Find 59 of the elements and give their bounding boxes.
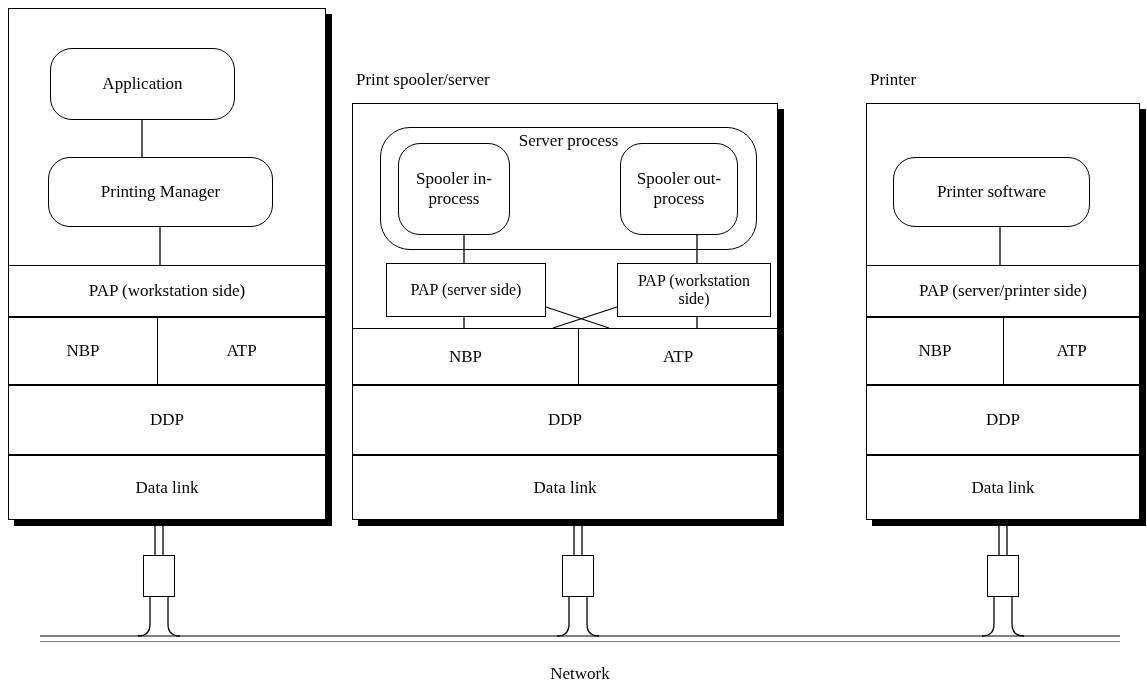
connector-line bbox=[463, 234, 465, 264]
transceiver-box bbox=[987, 555, 1019, 597]
connector-line bbox=[981, 596, 1025, 637]
node-label: Spooler in-process bbox=[415, 169, 493, 209]
node-label: Printing Manager bbox=[99, 182, 222, 202]
node-label: PAP (workstation side) bbox=[88, 281, 246, 301]
node-label: Data link bbox=[533, 477, 597, 498]
process-box bbox=[398, 143, 510, 235]
transceiver-box bbox=[143, 555, 175, 597]
process-box bbox=[620, 143, 738, 235]
connector-line bbox=[696, 234, 698, 264]
transceiver-box bbox=[562, 555, 594, 597]
node-label: NBP bbox=[448, 346, 483, 367]
connector-line bbox=[556, 596, 600, 637]
node-label: DDP bbox=[150, 410, 184, 430]
panel-heading: Print spooler/server bbox=[356, 70, 490, 90]
process-group bbox=[380, 127, 757, 250]
node-label: Data link bbox=[971, 477, 1035, 498]
layer-box bbox=[352, 328, 579, 385]
layer-box bbox=[866, 317, 1004, 385]
layer-box bbox=[1003, 317, 1140, 385]
network-label: Network bbox=[550, 664, 610, 684]
connector-line bbox=[999, 226, 1001, 266]
node-label: ATP bbox=[226, 341, 257, 361]
connector-line bbox=[159, 226, 161, 266]
process-box bbox=[48, 157, 273, 227]
protocol-box bbox=[617, 263, 771, 317]
node-label: Application bbox=[101, 74, 184, 94]
connector-line bbox=[141, 119, 143, 158]
connector-line bbox=[137, 596, 181, 637]
connector-line bbox=[463, 316, 465, 329]
group-title: Server process bbox=[518, 131, 619, 151]
panel-heading: Printer bbox=[870, 70, 917, 90]
node-label: ATP bbox=[662, 346, 694, 367]
node-label: NBP bbox=[66, 341, 100, 361]
layer-box bbox=[866, 385, 1140, 455]
connector-line bbox=[696, 316, 698, 329]
layer-box bbox=[8, 385, 326, 455]
layer-box bbox=[352, 385, 778, 455]
node-label: DDP bbox=[548, 410, 582, 430]
node-label: Spooler out-process bbox=[635, 169, 723, 209]
node-label: ATP bbox=[1056, 341, 1087, 361]
node-label: PAP (server side) bbox=[409, 280, 523, 300]
node-label: DDP bbox=[986, 410, 1020, 430]
layer-box bbox=[866, 265, 1140, 317]
layer-box bbox=[8, 265, 326, 317]
node-label: Printer software bbox=[935, 182, 1048, 202]
node-label: Data link bbox=[135, 477, 199, 498]
process-box bbox=[893, 157, 1090, 227]
layer-box bbox=[157, 317, 326, 385]
layer-box bbox=[578, 328, 778, 385]
node-label: NBP bbox=[918, 341, 952, 361]
layer-box bbox=[8, 317, 158, 385]
protocol-box bbox=[386, 263, 546, 317]
node-label: PAP (workstation side) bbox=[636, 271, 752, 309]
node-label: PAP (server/printer side) bbox=[919, 281, 1087, 301]
process-box bbox=[50, 48, 235, 120]
connector-line bbox=[545, 306, 610, 329]
connector-line bbox=[552, 306, 618, 329]
